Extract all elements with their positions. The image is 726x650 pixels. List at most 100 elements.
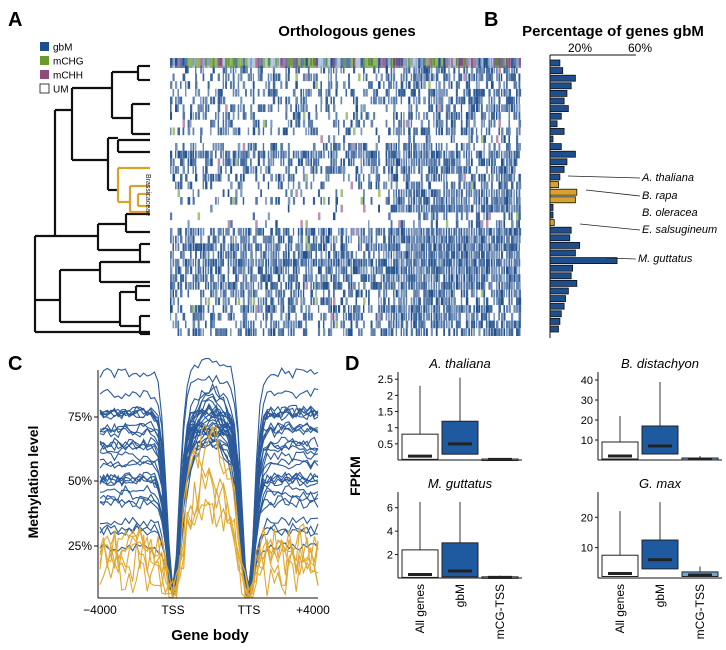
heatmap-cell [332, 150, 335, 159]
heatmap-cell [490, 258, 493, 267]
heatmap-cell [468, 204, 471, 213]
heatmap-cell [177, 235, 179, 244]
heatmap-cell [365, 88, 368, 97]
heatmap-cell [267, 274, 271, 282]
heatmap-cell [340, 320, 343, 329]
heatmap-cell [270, 142, 274, 151]
heatmap-cell [440, 297, 444, 306]
heatmap-cell [222, 305, 225, 313]
heatmap-cell [428, 119, 430, 128]
heatmap-cell [435, 274, 439, 282]
heatmap-cell [332, 312, 335, 321]
heatmap-header-cell [463, 58, 466, 68]
heatmap-cell [490, 104, 493, 113]
heatmap-header-cell [260, 58, 263, 68]
heatmap-cell [455, 243, 459, 252]
heatmap-header-cell [190, 58, 193, 68]
heatmap-cell [212, 142, 215, 151]
heatmap-cell [425, 73, 429, 82]
heatmap-cell [277, 289, 281, 298]
heatmap-cell [192, 166, 194, 174]
profile-line [99, 426, 319, 594]
heatmap-cell [340, 227, 344, 236]
heatmap-cell [395, 88, 398, 97]
heatmap-cell [297, 289, 300, 298]
gbm-bar [549, 181, 559, 189]
heatmap-cell [475, 297, 479, 306]
heatmap-cell [335, 189, 338, 197]
heatmap-cell [235, 274, 238, 282]
heatmap-cell [470, 220, 473, 228]
heatmap-cell [210, 258, 213, 267]
heatmap-cell [215, 173, 218, 182]
heatmap-cell [435, 312, 438, 321]
heatmap-cell [515, 274, 519, 282]
heatmap-cell [262, 127, 265, 136]
gbm-bar [549, 234, 571, 242]
heatmap-cell [292, 297, 295, 306]
heatmap-cell [330, 243, 332, 252]
heatmap-cell [475, 189, 478, 197]
heatmap-cell [190, 158, 193, 167]
heatmap-cell [418, 258, 420, 267]
heatmap-cell [470, 189, 473, 197]
heatmap-cell [185, 81, 187, 89]
heatmap-cell [510, 96, 514, 105]
heatmap-cell [423, 112, 425, 120]
heatmap-cell [465, 166, 468, 174]
heatmap-header-cell [518, 58, 521, 68]
heatmap-header-cell [383, 58, 386, 68]
heatmap-cell [277, 127, 280, 136]
heatmap-header-cell [187, 58, 191, 68]
heatmap-cell [488, 189, 491, 197]
heatmap-cell [368, 274, 370, 282]
heatmap-cell [480, 96, 483, 105]
heatmap-cell [383, 297, 386, 306]
heatmap-cell [508, 235, 511, 244]
heatmap-cell [510, 251, 513, 259]
heatmap-cell [428, 158, 431, 167]
gbm-bar [549, 196, 576, 204]
heatmap-cell [448, 158, 451, 167]
heatmap-cell [192, 112, 194, 120]
heatmap-cell [242, 235, 246, 244]
heatmap-cell [302, 258, 306, 267]
heatmap-cell [363, 274, 366, 282]
heatmap-cell [445, 181, 449, 190]
heatmap-cell [195, 88, 197, 97]
heatmap-cell [363, 119, 365, 128]
heatmap-cell [518, 297, 522, 306]
heatmap-cell [440, 266, 443, 275]
heatmap-cell [375, 150, 377, 159]
heatmap-cell-nonCG [445, 220, 449, 228]
heatmap-header-cell [398, 58, 401, 68]
heatmap-cell [257, 127, 261, 136]
heatmap-cell [443, 73, 446, 82]
heatmap-cell [500, 166, 503, 174]
heatmap-cell [202, 166, 204, 174]
heatmap-cell [180, 181, 183, 190]
heatmap-cell [330, 305, 333, 313]
heatmap-cell [220, 173, 222, 182]
heatmap-cell [505, 73, 509, 82]
heatmap-cell [473, 88, 476, 97]
heatmap-cell [395, 81, 398, 89]
heatmap-cell [505, 189, 509, 197]
heatmap-cell [187, 235, 190, 244]
heatmap-cell [448, 320, 450, 329]
heatmap-cell [320, 266, 322, 275]
heatmap-cell [262, 158, 265, 167]
heatmap-cell [490, 150, 494, 159]
heatmap-cell [210, 158, 213, 167]
heatmap-cell [212, 320, 216, 329]
heatmap-cell [428, 197, 431, 205]
heatmap-cell [378, 135, 380, 143]
heatmap-cell [275, 150, 278, 159]
heatmap-cell [390, 173, 393, 182]
heatmap-cell [322, 312, 326, 321]
heatmap-cell [175, 274, 178, 282]
heatmap-cell [480, 158, 484, 167]
gbm-bar [549, 219, 555, 227]
heatmap-cell [175, 181, 177, 190]
heatmap-cell [280, 150, 283, 159]
